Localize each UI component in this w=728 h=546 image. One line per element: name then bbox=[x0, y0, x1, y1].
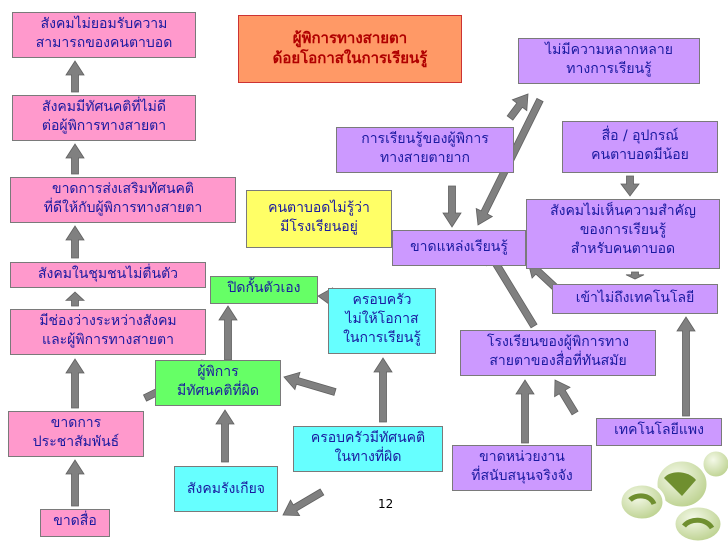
arrow-0 bbox=[65, 60, 85, 93]
arrow-20 bbox=[676, 316, 696, 417]
page-number: 12 bbox=[378, 497, 394, 511]
box-social-disgust: สังคมรังเกียจ bbox=[174, 466, 278, 512]
arrow-13 bbox=[442, 185, 462, 228]
decorative-shapes bbox=[618, 448, 728, 544]
box-disabled-wrong-attitude: ผู้พิการ มีทัศนคติที่ผิด bbox=[155, 360, 281, 406]
box-lack-attitude-promotion: ขาดการส่งเสริมทัศนคติ ที่ดีให้กับผู้พิกา… bbox=[10, 177, 236, 223]
arrow-2 bbox=[65, 225, 85, 259]
arrow-8 bbox=[215, 409, 235, 463]
arrow-22 bbox=[506, 93, 529, 121]
arrow-4 bbox=[65, 358, 85, 409]
box-few-media-devices: สื่อ / อุปกรณ์ คนตาบอดมีน้อย bbox=[562, 121, 718, 173]
arrow-11 bbox=[373, 357, 393, 423]
central-problem-title: ผู้พิการทางสายตา ด้อยโอกาสในการเรียนรู้ bbox=[238, 15, 462, 83]
arrow-7 bbox=[218, 305, 238, 361]
box-lack-learning-sources: ขาดแหล่งเรียนรู้ bbox=[392, 230, 526, 266]
arrow-19 bbox=[554, 379, 579, 416]
arrow-9 bbox=[282, 488, 325, 517]
box-society-rejects-ability: สังคมไม่ยอมรับความ สามารถของคนตาบอด bbox=[12, 12, 196, 58]
box-family-wrong-attitude: ครอบครัวมีทัศนคติ ในทางที่ผิด bbox=[293, 426, 443, 472]
box-outdated-school-media: โรงเรียนของผู้พิการทาง สายตาของสื่อที่ทั… bbox=[460, 330, 656, 376]
box-lack-support-agency: ขาดหน่วยงาน ที่สนับสนุนจริงจัง bbox=[452, 445, 592, 491]
box-self-isolation: ปิดกั้นตัวเอง bbox=[210, 276, 318, 304]
arrow-10 bbox=[283, 371, 337, 396]
box-difficult-learning: การเรียนรู้ของผู้พิการ ทางสายตายาก bbox=[336, 127, 514, 173]
box-social-gap: มีช่องว่างระหว่างสังคม และผู้พิการทางสาย… bbox=[10, 309, 206, 355]
decorative-blob-shape bbox=[618, 448, 728, 544]
box-tech-expensive: เทคโนโลยีแพง bbox=[596, 418, 722, 446]
box-unaware-of-school: คนตาบอดไม่รู้ว่า มีโรงเรียนอยู่ bbox=[246, 190, 392, 248]
arrow-16 bbox=[625, 271, 645, 280]
arrow-1 bbox=[65, 143, 85, 175]
box-no-tech-access: เข้าไม่ถึงเทคโนโลยี bbox=[552, 284, 718, 314]
box-society-not-important: สังคมไม่เห็นความสำคัญ ของการเรียนรู้ สำห… bbox=[526, 199, 720, 269]
arrow-5 bbox=[65, 459, 85, 507]
box-lack-media: ขาดสื่อ bbox=[40, 509, 110, 537]
arrow-18 bbox=[515, 379, 535, 444]
box-community-inactive: สังคมในชุมชนไม่ตื่นตัว bbox=[10, 262, 206, 288]
box-lack-publicity: ขาดการ ประชาสัมพันธ์ bbox=[8, 411, 144, 457]
box-society-bad-attitude: สังคมมีทัศนคติที่ไม่ดี ต่อผู้พิการทางสาย… bbox=[12, 95, 196, 141]
box-family-no-opportunity: ครอบครัว ไม่ให้โอกาส ในการเรียนรู้ bbox=[328, 288, 436, 354]
arrow-15 bbox=[620, 175, 640, 197]
arrow-3 bbox=[64, 291, 86, 307]
box-no-learning-variety: ไม่มีความหลากหลาย ทางการเรียนรู้ bbox=[518, 38, 700, 84]
